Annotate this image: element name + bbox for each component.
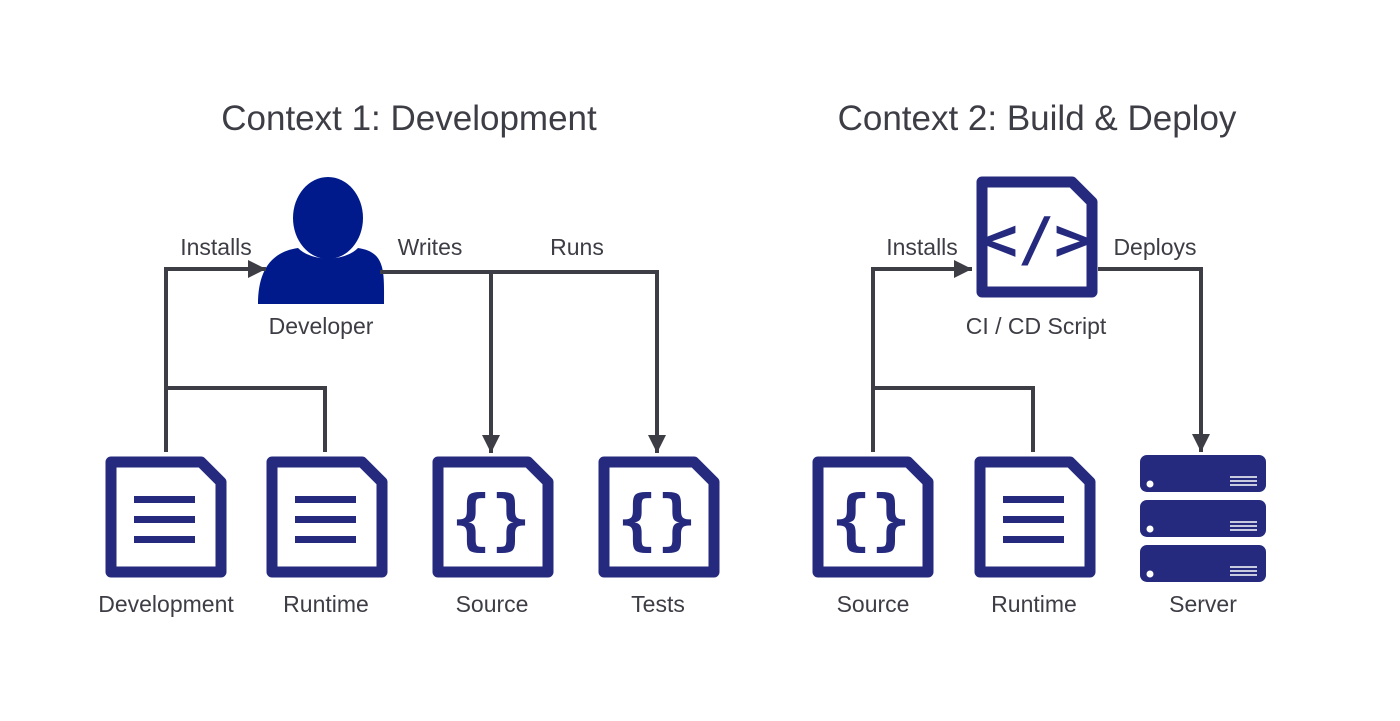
writes-connector: [380, 270, 500, 453]
writes-edge-label: Writes: [398, 234, 463, 260]
person-icon: [258, 177, 385, 304]
script-label: CI / CD Script: [966, 313, 1107, 339]
code-tag-document-icon: </>: [976, 176, 1098, 298]
installs-connector: [871, 260, 972, 452]
context2-connectors: [871, 260, 1210, 452]
file-label-development: Development: [98, 591, 234, 617]
source-glyph: {}: [451, 481, 530, 558]
runs-connector: [491, 270, 666, 453]
file-label-source: Source: [837, 591, 910, 617]
context2-title: Context 2: Build & Deploy: [838, 99, 1237, 138]
code-braces-document-icon: {}: [598, 456, 720, 578]
deploys-edge-label: Deploys: [1113, 234, 1196, 260]
list-document-icon: [266, 456, 388, 578]
installs-edge-label: Installs: [180, 234, 252, 260]
file-label-runtime: Runtime: [991, 591, 1077, 617]
file-label-runtime: Runtime: [283, 591, 369, 617]
runs-edge-label: Runs: [550, 234, 604, 260]
installs-edge-label: Installs: [886, 234, 958, 260]
server-rack-icon: [1140, 455, 1266, 582]
runtime-branch-connector: [873, 386, 1035, 452]
source-glyph: {}: [831, 481, 910, 558]
deploys-connector: [1098, 267, 1210, 452]
tests-glyph: {}: [617, 481, 696, 558]
list-document-icon: [105, 456, 227, 578]
list-document-icon: [974, 456, 1096, 578]
server-label: Server: [1169, 591, 1237, 617]
file-label-tests: Tests: [631, 591, 685, 617]
code-braces-document-icon: {}: [432, 456, 554, 578]
context1-title: Context 1: Development: [221, 99, 597, 138]
code-braces-document-icon: {}: [812, 456, 934, 578]
context1-connectors: [164, 260, 666, 453]
developer-label: Developer: [269, 313, 374, 339]
installs-connector: [164, 260, 266, 452]
file-label-source: Source: [456, 591, 529, 617]
runtime-branch-connector: [166, 386, 327, 452]
script-glyph: </>: [982, 205, 1090, 275]
